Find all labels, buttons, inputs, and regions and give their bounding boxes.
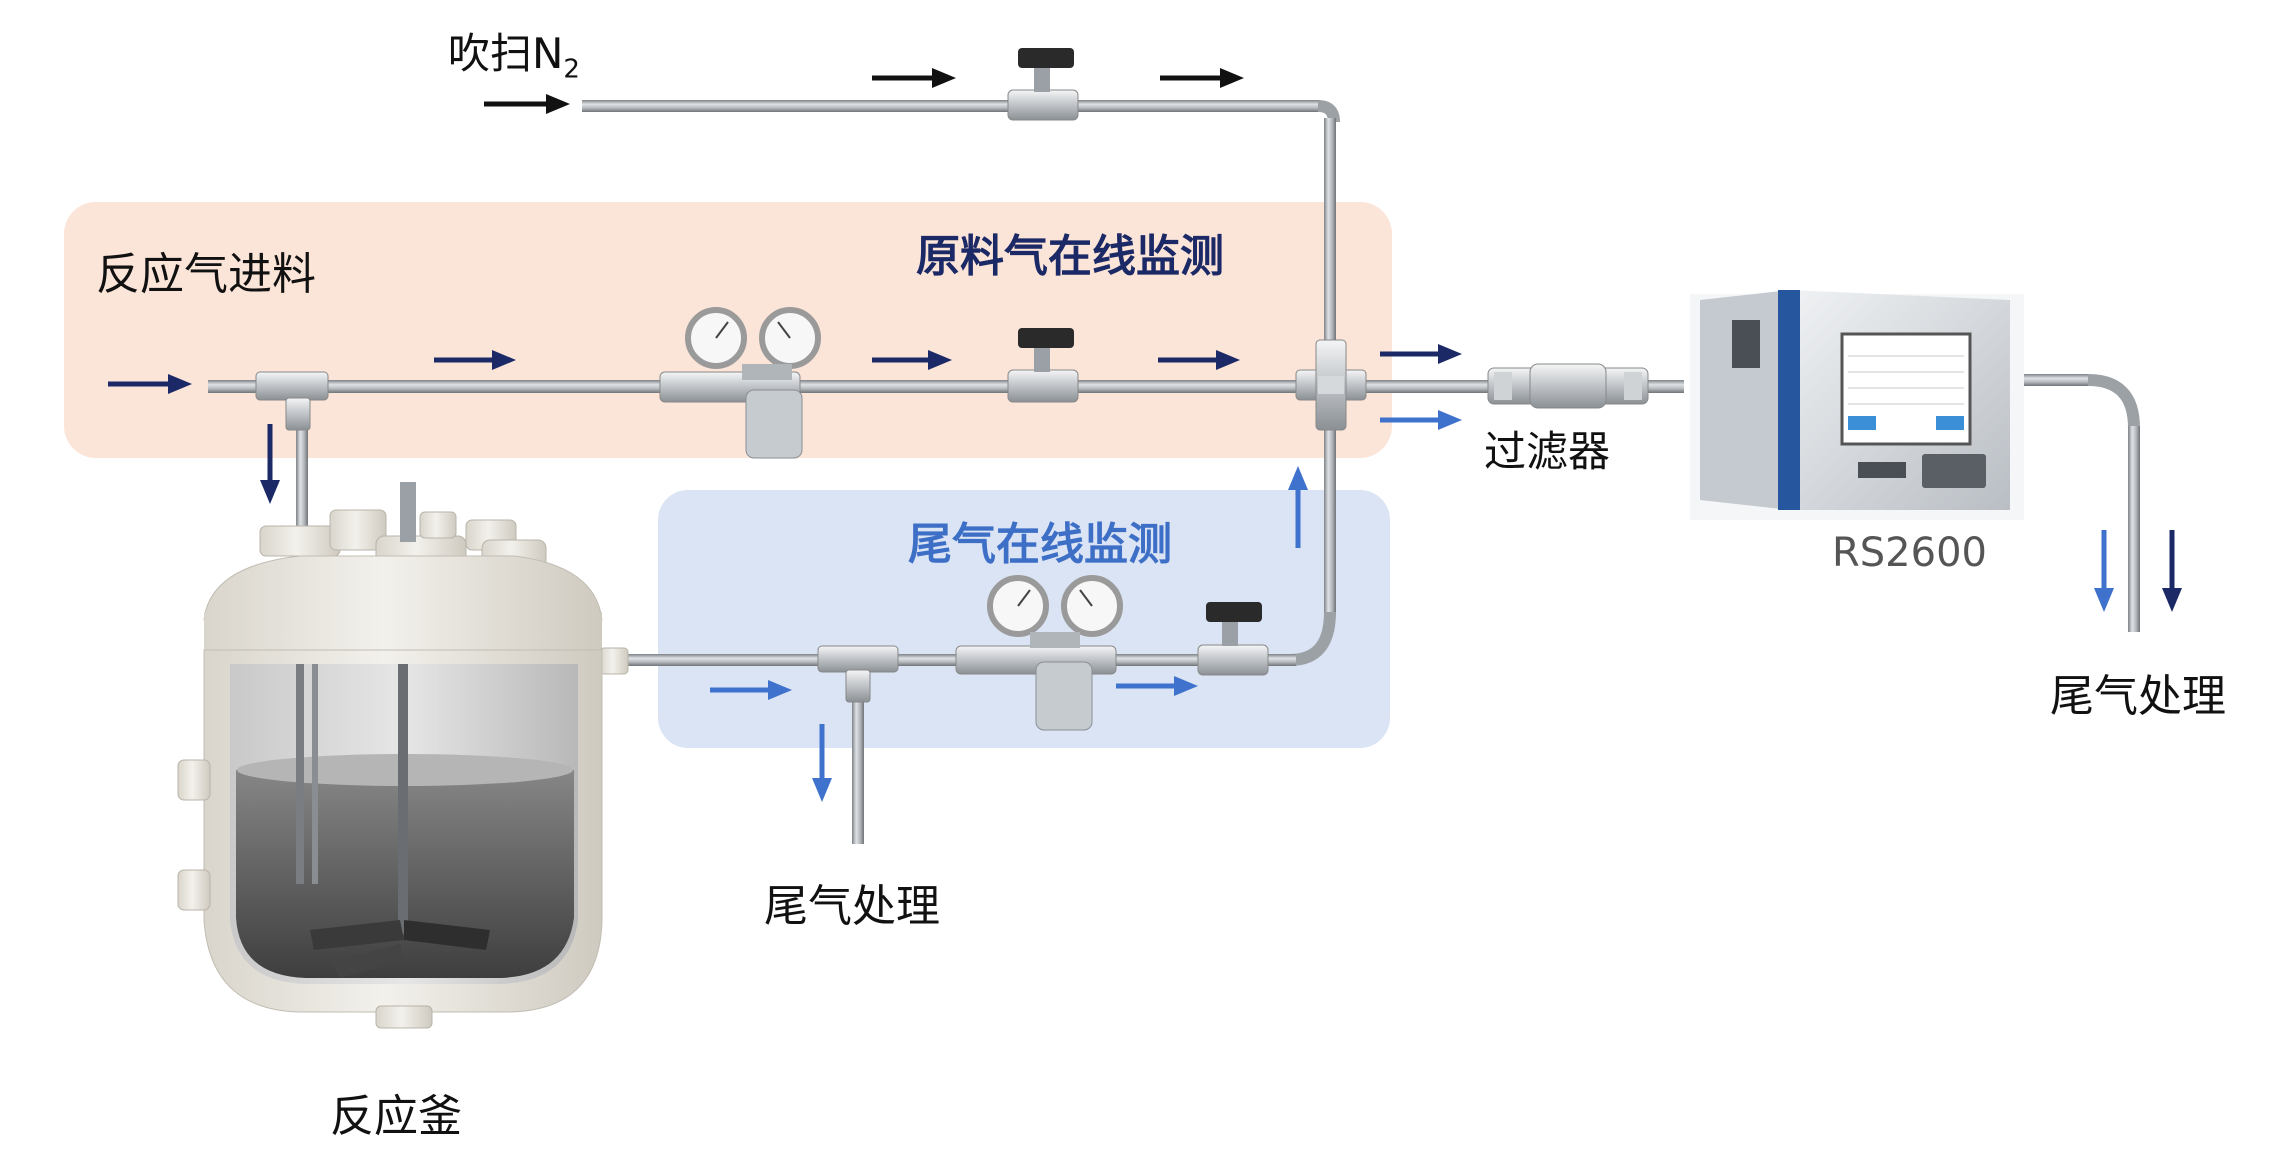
arrow-down-icon xyxy=(812,724,832,802)
gas-analyzer-icon xyxy=(1690,290,2024,520)
purge-n2-text: 吹扫N xyxy=(448,29,564,78)
analyzer-model-label: RS2600 xyxy=(1832,530,1987,576)
filter-label: 过滤器 xyxy=(1484,427,1611,476)
arrow-right-icon xyxy=(1158,350,1240,370)
pressure-regulator-icon xyxy=(955,575,1123,731)
tee-fitting-icon xyxy=(817,645,899,703)
arrow-right-icon xyxy=(1116,676,1198,696)
reactor-label: 反应釜 xyxy=(330,1091,462,1142)
arrow-right-icon xyxy=(1160,68,1244,88)
reactant-feed-label: 反应气进料 xyxy=(96,249,316,300)
arrow-up-icon xyxy=(1288,466,1308,548)
tail-treatment-label-bottom: 尾气处理 xyxy=(764,881,940,932)
ball-valve-icon xyxy=(1007,328,1079,403)
flow-arrows xyxy=(108,68,2182,802)
arrow-right-icon xyxy=(710,680,792,700)
tee-fitting-icon xyxy=(255,371,329,431)
feed-monitor-title: 原料气在线监测 xyxy=(916,231,1224,282)
purge-n2-label: 吹扫N2 xyxy=(448,20,580,84)
arrow-down-icon xyxy=(2094,530,2114,612)
reactor-vessel-icon xyxy=(177,482,629,1029)
arrow-right-icon xyxy=(484,94,570,114)
arrow-right-icon xyxy=(872,350,952,370)
inline-filter-icon xyxy=(1487,363,1649,409)
arrow-right-icon xyxy=(1380,410,1462,430)
arrow-right-icon xyxy=(108,374,192,394)
arrow-right-icon xyxy=(1380,344,1462,364)
arrow-down-icon xyxy=(2162,530,2182,612)
arrow-down-icon xyxy=(260,424,280,504)
pressure-regulator-icon xyxy=(659,307,821,459)
ball-valve-icon xyxy=(1197,602,1269,676)
arrow-right-icon xyxy=(872,68,956,88)
tail-monitor-title: 尾气在线监测 xyxy=(908,519,1172,570)
cross-fitting-icon xyxy=(1295,339,1367,431)
ball-valve-icon xyxy=(1007,48,1079,121)
purge-n2-subscript: 2 xyxy=(563,54,580,85)
arrow-right-icon xyxy=(434,350,516,370)
tail-treatment-label-right: 尾气处理 xyxy=(2050,671,2226,722)
